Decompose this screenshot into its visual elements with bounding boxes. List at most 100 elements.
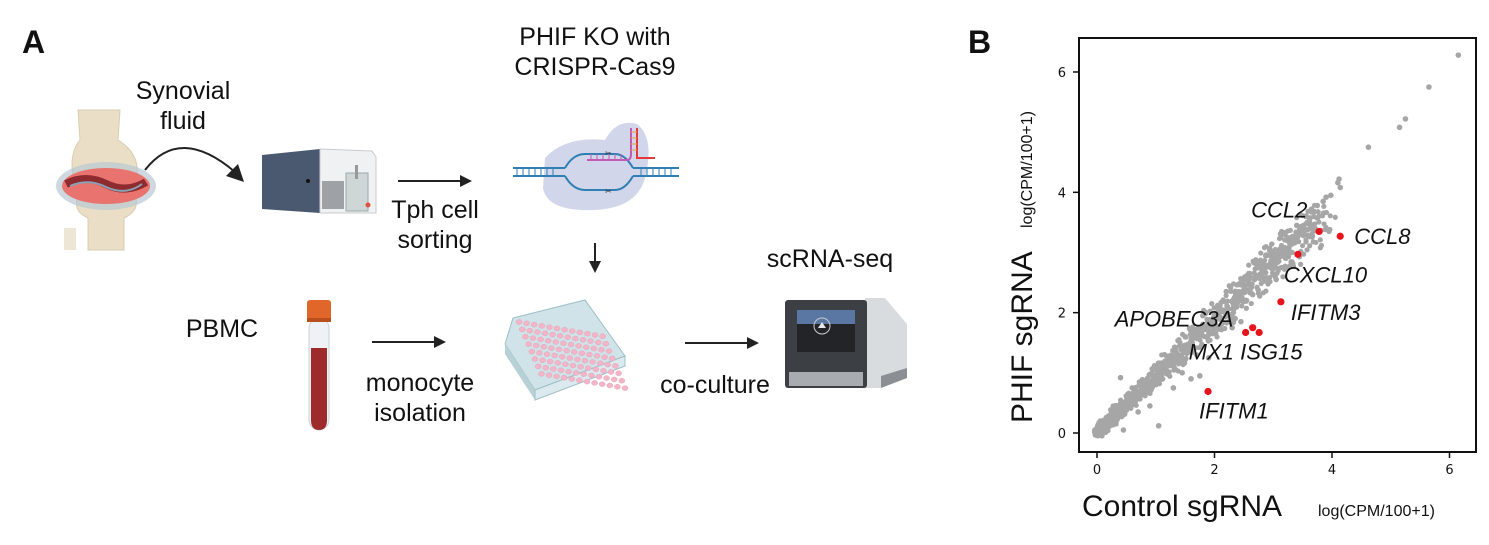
x-tick-label: 0 — [1093, 463, 1101, 478]
plate-well — [530, 321, 538, 328]
gene-point — [1317, 237, 1323, 243]
gene-point — [1218, 322, 1224, 328]
gene-point — [1313, 239, 1319, 246]
gene-point — [1118, 412, 1125, 418]
plate-well — [566, 355, 574, 361]
gene-point — [1158, 363, 1164, 369]
gene-point — [1274, 265, 1280, 271]
gene-point — [1246, 270, 1253, 277]
plate-well — [558, 354, 566, 360]
gene-point — [1297, 261, 1304, 267]
gene-point — [1308, 206, 1315, 212]
plate-well — [608, 355, 616, 362]
plate-well — [556, 333, 564, 339]
gene-point — [1278, 232, 1284, 238]
sequencer-icon — [785, 298, 907, 388]
gene-point — [1146, 372, 1152, 379]
gene-point — [1299, 243, 1306, 249]
highlighted-point-mx1 — [1242, 328, 1250, 337]
plate-well — [615, 370, 622, 377]
plate-well — [561, 327, 568, 333]
gene-point — [1321, 221, 1327, 227]
plate-well — [596, 360, 604, 367]
gene-point — [1314, 202, 1321, 209]
gene-point — [1194, 352, 1200, 358]
gene-point — [1286, 244, 1292, 251]
plate-well — [586, 351, 593, 358]
gene-point — [1285, 235, 1292, 241]
plate-well — [584, 365, 592, 371]
gene-point — [1145, 385, 1152, 391]
svg-text:✂: ✂ — [605, 149, 612, 158]
gene-point — [1282, 255, 1288, 261]
gene-label-ccl8: CCL8 — [1354, 224, 1411, 249]
gene-point — [1158, 368, 1164, 374]
gene-point — [1198, 330, 1205, 337]
gene-point — [1243, 297, 1249, 303]
x-tick-label: 6 — [1445, 463, 1453, 478]
plate-well — [618, 377, 626, 384]
gene-point — [1170, 347, 1176, 354]
gene-point — [1308, 224, 1314, 230]
gene-point — [1163, 352, 1169, 359]
plate-well — [590, 345, 598, 352]
gene-point — [1315, 214, 1321, 220]
plate-well — [540, 344, 548, 350]
gene-point — [1296, 226, 1303, 233]
gene-point — [1210, 327, 1216, 333]
gene-point — [1182, 333, 1188, 340]
gene-point — [1294, 215, 1300, 221]
plate-well — [568, 328, 576, 334]
gene-point — [1280, 274, 1286, 280]
plate-well — [599, 333, 606, 339]
blood-tube-icon — [307, 300, 331, 431]
plate-well — [564, 334, 572, 340]
plate-well — [610, 376, 618, 383]
gene-point — [1259, 260, 1265, 267]
gene-point — [1243, 305, 1249, 311]
plate-well — [534, 329, 541, 335]
y-axis-label: PHIF sgRNA — [1006, 251, 1039, 423]
plate-well — [569, 362, 577, 369]
plate-well — [602, 341, 610, 347]
plate-well — [594, 339, 602, 346]
plate-well — [607, 369, 615, 375]
gene-point — [1246, 262, 1252, 268]
plate-well — [560, 340, 567, 346]
gene-point — [1275, 259, 1281, 266]
gene-point — [1182, 360, 1188, 366]
highlighted-gene-points — [1204, 227, 1344, 396]
gene-point — [1293, 231, 1300, 238]
gene-point — [1309, 234, 1315, 240]
gene-point — [1307, 243, 1313, 249]
plate-well — [554, 360, 562, 366]
gene-point — [1283, 249, 1289, 255]
plate-well — [536, 350, 543, 356]
gene-point — [1188, 376, 1194, 382]
plate-well — [568, 376, 576, 382]
cell-sorter-icon — [262, 148, 377, 214]
gene-point — [1267, 245, 1273, 251]
gene-point — [1293, 222, 1300, 229]
gene-point — [1251, 276, 1258, 283]
plate-well — [544, 338, 552, 344]
gene-point — [1207, 321, 1213, 328]
tph-cell-sorting-label: Tph cell sorting — [380, 195, 490, 255]
gene-point — [1289, 236, 1296, 243]
gene-point — [1223, 320, 1230, 326]
plate-well — [522, 334, 529, 340]
plate-well — [605, 348, 613, 354]
gene-point — [1224, 303, 1231, 310]
gene-point — [1249, 291, 1256, 298]
gene-point — [1228, 288, 1234, 295]
plate-well — [551, 352, 558, 359]
plate-well — [553, 373, 560, 380]
plate-well — [578, 350, 586, 356]
plate-well — [591, 380, 598, 386]
gene-point — [1305, 227, 1311, 233]
highlighted-point-ifitm1 — [1204, 387, 1212, 396]
gene-point — [1260, 290, 1266, 296]
gene-point — [1152, 364, 1159, 370]
plate-well — [612, 363, 619, 369]
